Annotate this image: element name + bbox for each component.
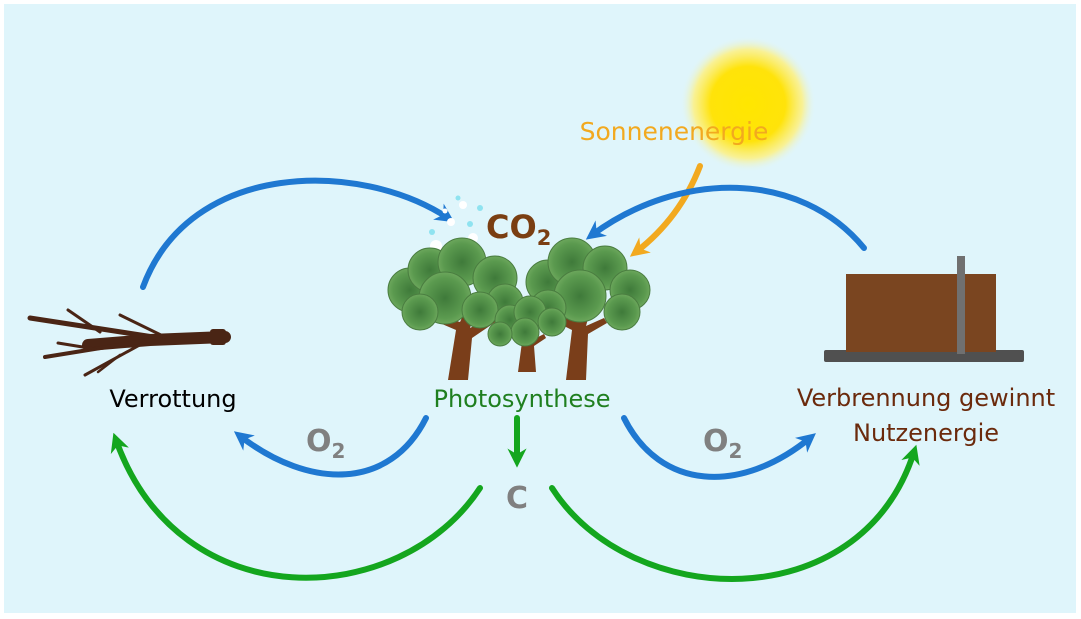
- carbon-combustion-arrow: [549, 444, 920, 582]
- o2-right-label: O2: [703, 424, 742, 463]
- wood-stove-icon: [824, 256, 1024, 362]
- o2-left-arrow: [233, 415, 429, 478]
- co2-subscript: 2: [537, 226, 552, 250]
- solar-energy-arrow: [629, 163, 703, 257]
- combustion-co2-arrow: [585, 184, 867, 251]
- o2-right-main: O: [703, 424, 729, 459]
- carbon-label: C: [506, 481, 528, 516]
- verbrennung-label-line1: Verbrennung gewinnt: [797, 384, 1055, 412]
- carbon-decomposition-arrow: [110, 432, 483, 581]
- sonnenenergie-label: Sonnenenergie: [580, 117, 769, 146]
- branch-stub: [210, 329, 226, 345]
- co2-label: CO2: [486, 208, 551, 250]
- co2-main: CO: [486, 208, 537, 246]
- trees-icon: [387, 237, 651, 380]
- co2-bubbles: [429, 195, 483, 252]
- o2-right-arrow: [621, 415, 816, 480]
- photosynthese-label: Photosynthese: [433, 385, 610, 413]
- o2-left-subscript: 2: [332, 439, 346, 463]
- o2-left-main: O: [306, 424, 332, 459]
- o2-right-subscript: 2: [729, 439, 743, 463]
- verbrennung-label-line2: Nutzenergie: [853, 419, 999, 447]
- deadwood-branch-icon: [27, 308, 231, 377]
- decomposition-co2-arrow: [140, 177, 455, 290]
- o2-left-label: O2: [306, 424, 345, 463]
- sun-icon: [680, 36, 816, 172]
- verrottung-label: Verrottung: [109, 385, 236, 413]
